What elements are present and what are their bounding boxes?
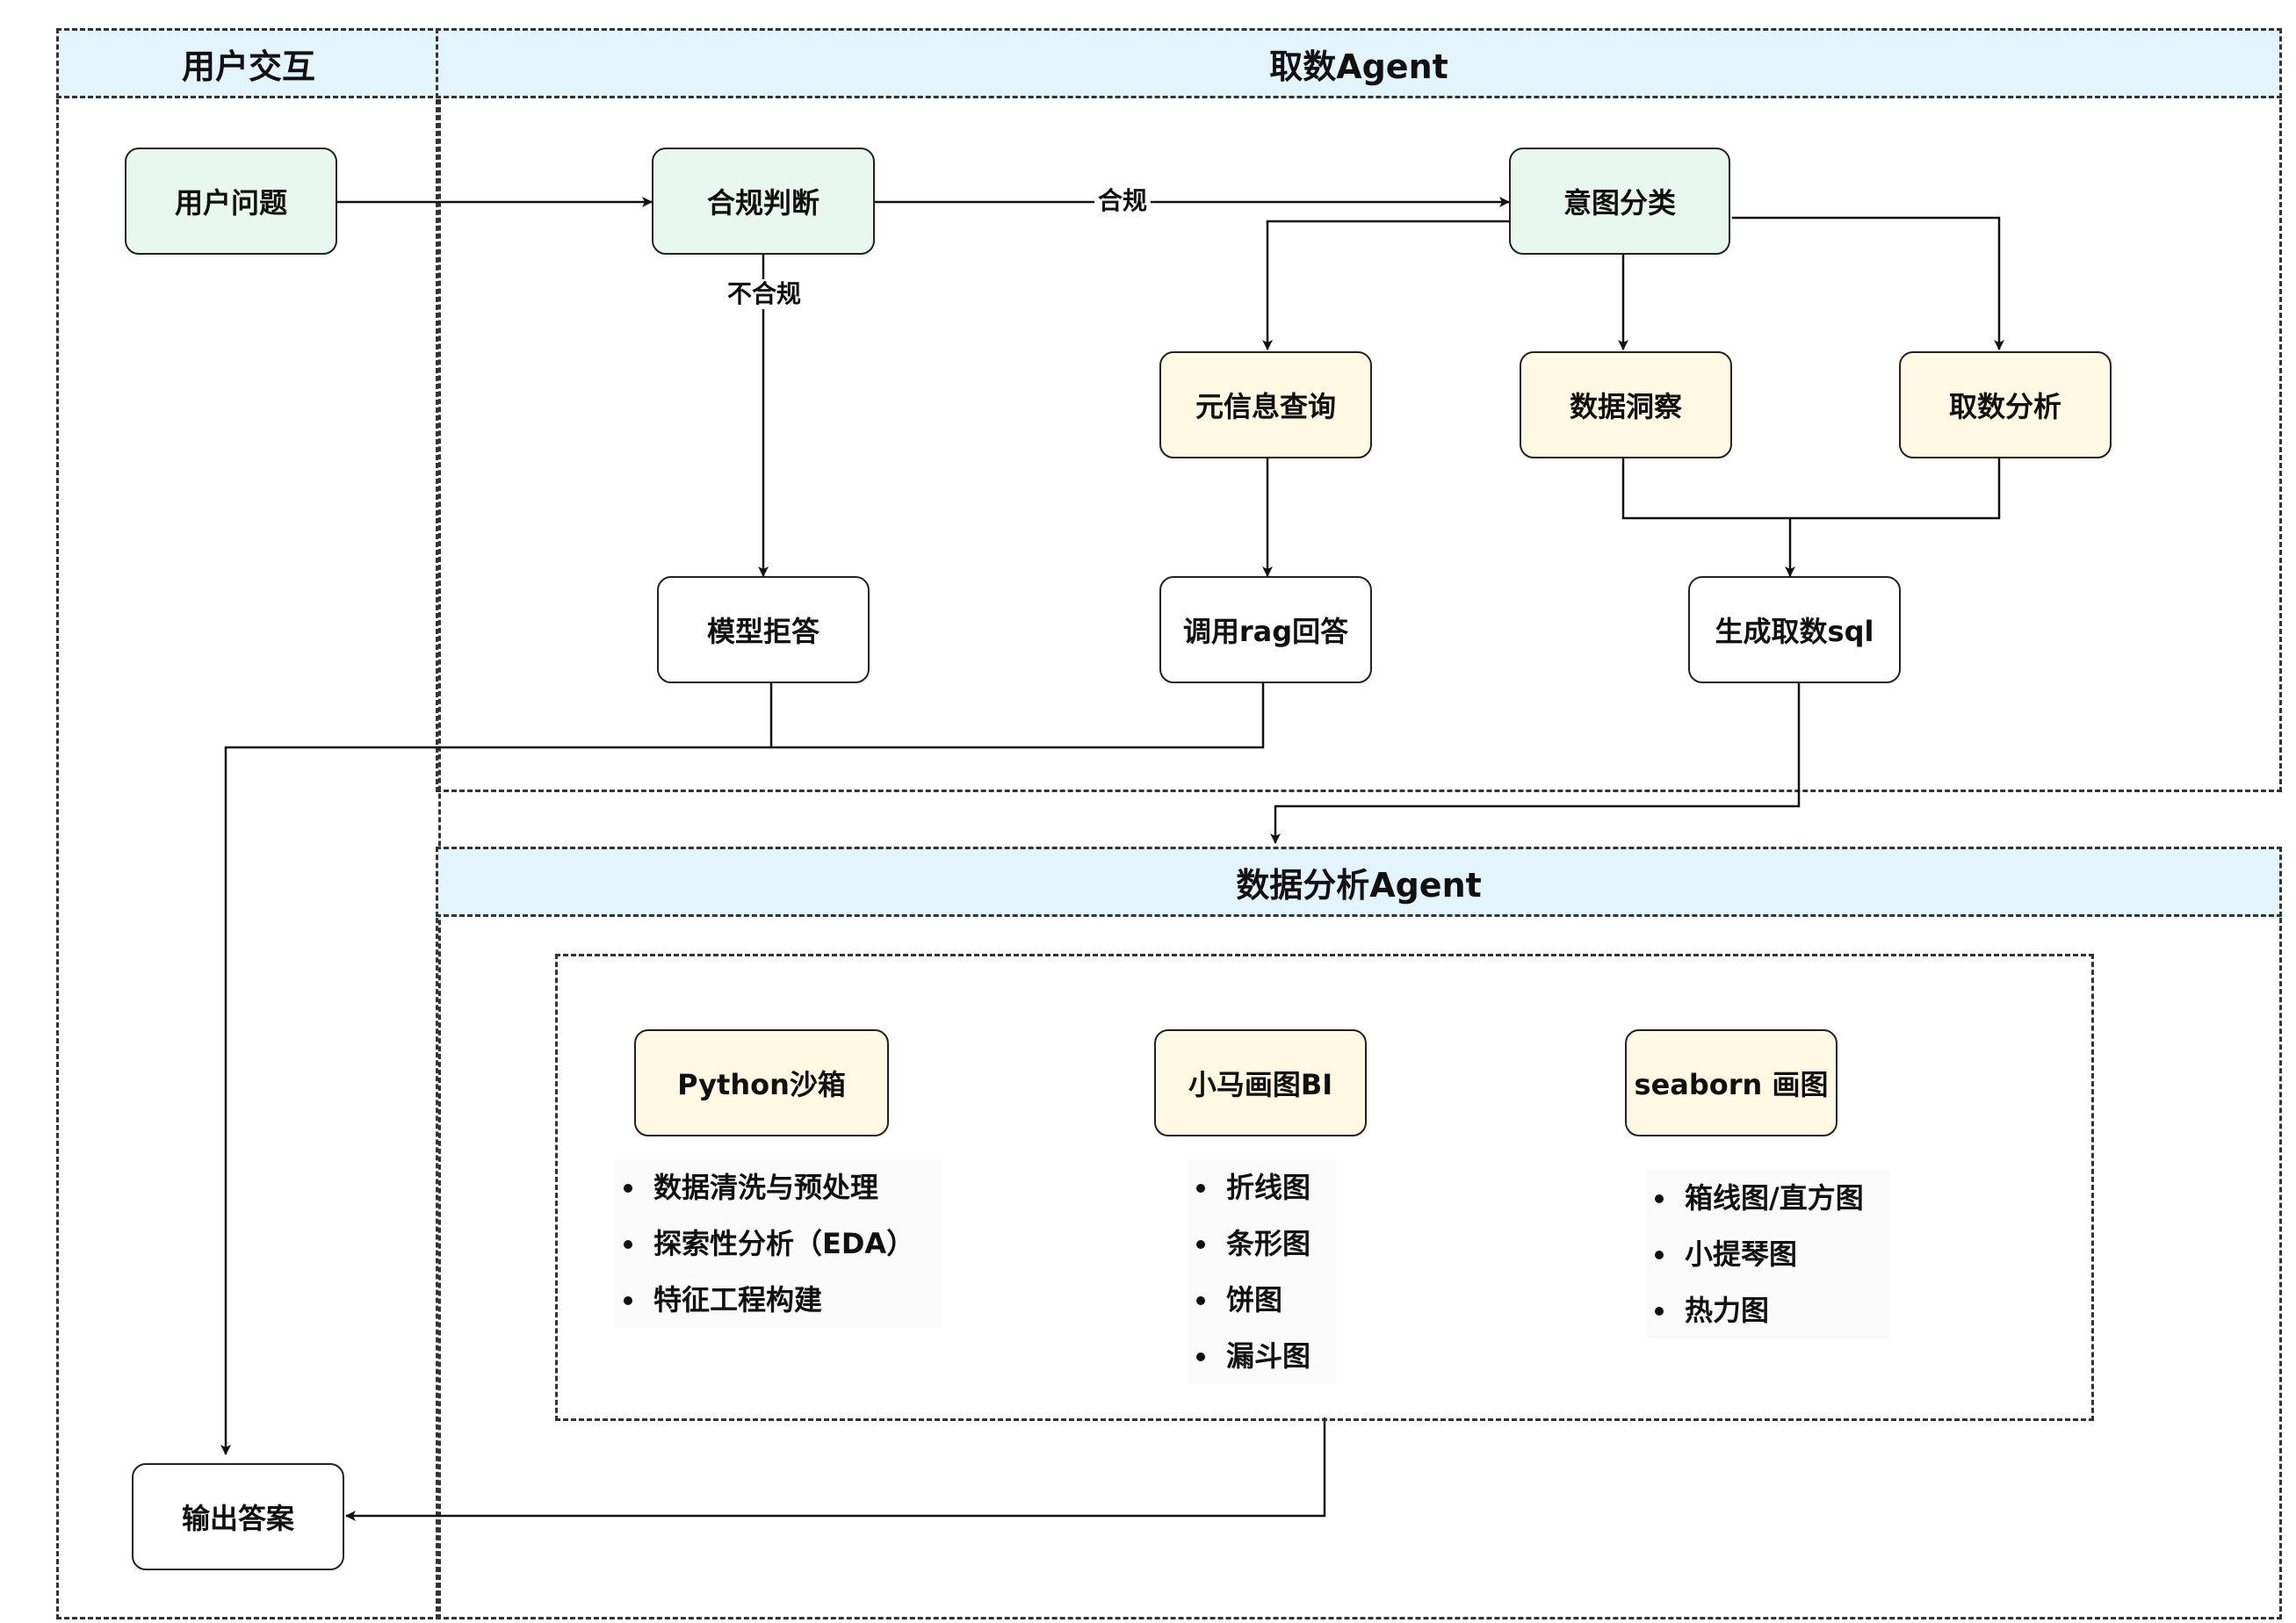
edge-intent-to-fetch	[1732, 216, 2004, 350]
list-item: 热力图	[1646, 1282, 1864, 1338]
edge-refuse-rag-to-output	[226, 683, 1265, 1454]
list-item: 箱线图/直方图	[1646, 1170, 1864, 1226]
lane-analysis-agent-title: 数据分析Agent	[436, 847, 2282, 917]
tool-python-items: 数据清洗与预处理 探索性分析（EDA） 特征工程构建	[615, 1159, 942, 1328]
edge-insight-merge	[1621, 457, 2001, 520]
bullet-icon	[1655, 1194, 1664, 1203]
node-data-insight: 数据洞察	[1520, 351, 1732, 458]
bullet-icon	[1196, 1184, 1205, 1193]
node-fetch-analysis: 取数分析	[1899, 351, 2112, 458]
list-item: 条形图	[1188, 1215, 1310, 1272]
edge-analysis-to-output	[345, 1417, 1326, 1521]
edge-label-non-compliant: 不合规	[723, 279, 805, 309]
list-item: 特征工程构建	[615, 1272, 914, 1328]
bullet-icon	[1655, 1307, 1664, 1316]
list-item: 折线图	[1188, 1159, 1310, 1215]
node-intent-classify: 意图分类	[1509, 148, 1730, 255]
lane-fetch-agent-title: 取数Agent	[436, 28, 2282, 98]
bullet-icon	[624, 1240, 632, 1249]
bullet-icon	[1196, 1296, 1205, 1305]
tool-bi-items: 折线图 条形图 饼图 漏斗图	[1188, 1159, 1338, 1384]
edge-intent-to-meta	[1262, 220, 1509, 350]
node-compliance-check: 合规判断	[652, 148, 875, 255]
edge-label-compliant: 合规	[1094, 186, 1152, 216]
list-item: 小提琴图	[1646, 1226, 1864, 1282]
node-user-question: 用户问题	[125, 148, 337, 255]
bullet-icon	[1655, 1251, 1664, 1259]
bullet-icon	[624, 1184, 632, 1193]
list-item: 漏斗图	[1188, 1328, 1310, 1384]
bullet-icon	[1196, 1352, 1205, 1361]
node-gen-sql: 生成取数sql	[1688, 576, 1901, 683]
tool-python-sandbox: Python沙箱	[634, 1029, 889, 1136]
tool-seaborn: seaborn 画图	[1625, 1029, 1838, 1136]
bullet-icon	[1196, 1240, 1205, 1249]
node-call-rag: 调用rag回答	[1159, 576, 1372, 683]
node-output-answer: 输出答案	[132, 1463, 344, 1570]
list-item: 饼图	[1188, 1272, 1310, 1328]
bullet-icon	[624, 1296, 632, 1305]
node-meta-query: 元信息查询	[1159, 351, 1372, 458]
edge-sql-to-analysis	[1270, 683, 1801, 844]
tool-xiaoma-bi: 小马画图BI	[1154, 1029, 1367, 1136]
tools-group-box	[555, 954, 2094, 1421]
tool-seaborn-items: 箱线图/直方图 小提琴图 热力图	[1646, 1170, 1890, 1338]
node-model-refuse: 模型拒答	[657, 576, 870, 683]
lane-user-title: 用户交互	[56, 28, 441, 98]
list-item: 数据清洗与预处理	[615, 1159, 914, 1215]
list-item: 探索性分析（EDA）	[615, 1215, 914, 1272]
